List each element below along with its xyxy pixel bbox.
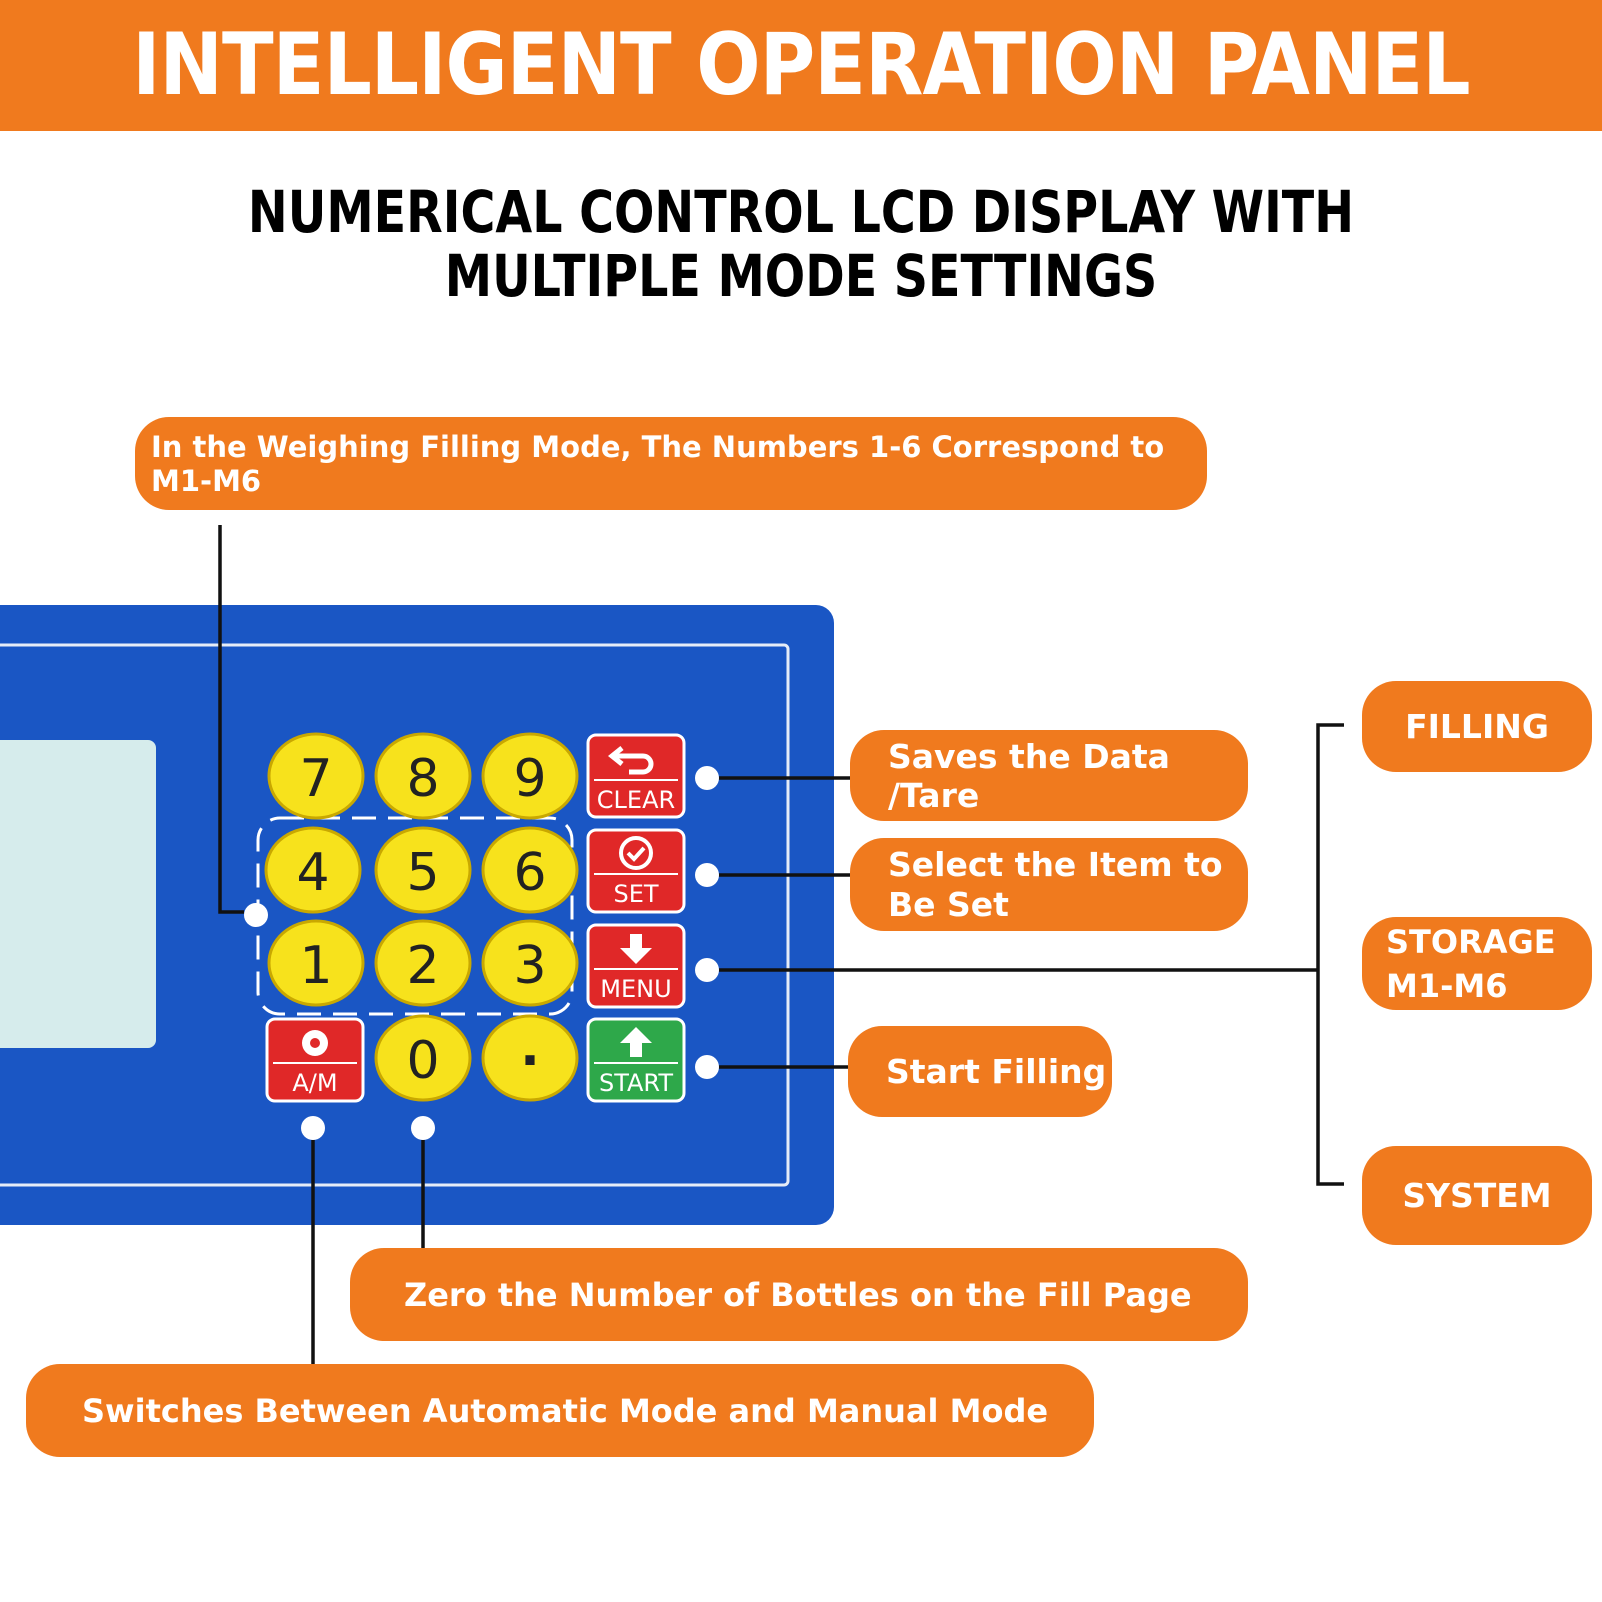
page-title: INTELLIGENT OPERATION PANEL (132, 15, 1470, 115)
set-connector-dot (695, 863, 719, 887)
system-option-label: SYSTEM (1402, 1176, 1552, 1215)
panel-inner-border (0, 643, 790, 1187)
key-dot-label: · (520, 1031, 540, 1091)
system-option: SYSTEM (1362, 1146, 1592, 1245)
key-5[interactable]: 5 (374, 826, 472, 914)
key-3-label: 3 (513, 936, 546, 996)
key-8-label: 8 (406, 749, 439, 809)
key-1-label: 1 (299, 936, 332, 996)
start-key[interactable]: START (586, 1017, 686, 1103)
set-key-label: SET (613, 880, 658, 908)
menu-key[interactable]: MENU (586, 923, 686, 1009)
key-0[interactable]: 0 (374, 1014, 472, 1102)
start-key-label: START (599, 1069, 673, 1097)
am-callout-text: Switches Between Automatic Mode and Manu… (82, 1391, 1049, 1430)
title-banner (0, 0, 1602, 131)
clear-key-label: CLEAR (597, 786, 675, 814)
am-key-label: A/M (292, 1069, 337, 1097)
key-7[interactable]: 7 (267, 732, 365, 820)
clear-callout: Saves the Data /Tare (850, 730, 1248, 821)
zero-connector-dot (411, 1116, 435, 1140)
zero-callout: Zero the Number of Bottles on the Fill P… (350, 1248, 1248, 1341)
key-2[interactable]: 2 (374, 919, 472, 1007)
key-4-label: 4 (296, 843, 329, 903)
set-callout-line-2: Be Set (888, 884, 1009, 924)
weighing-mode-callout: In the Weighing Filling Mode, The Number… (135, 417, 1207, 510)
filling-option: FILLING (1362, 681, 1592, 772)
menu-connector-dot (695, 958, 719, 982)
subtitle-line-1: NUMERICAL CONTROL LCD DISPLAY WITH (247, 178, 1355, 246)
am-callout: Switches Between Automatic Mode and Manu… (26, 1364, 1094, 1457)
am-key[interactable]: A/M (265, 1017, 365, 1103)
group-connector-dot (244, 903, 268, 927)
key-9[interactable]: 9 (481, 732, 579, 820)
key-2-label: 2 (406, 936, 439, 996)
key-9-label: 9 (513, 749, 546, 809)
am-connector-dot (301, 1116, 325, 1140)
clear-callout-text: Saves the Data /Tare (888, 736, 1170, 815)
clear-key[interactable]: CLEAR (586, 733, 686, 819)
filling-option-label: FILLING (1405, 707, 1549, 746)
key-0-label: 0 (406, 1031, 439, 1091)
key-7-label: 7 (299, 749, 332, 809)
key-dot[interactable]: · (481, 1014, 579, 1102)
check-circle-icon (619, 836, 653, 870)
lcd-screen (0, 740, 156, 1048)
key-1[interactable]: 1 (267, 919, 365, 1007)
key-6-label: 6 (513, 843, 546, 903)
set-key[interactable]: SET (586, 828, 686, 914)
clear-connector-dot (695, 766, 719, 790)
menu-key-label: MENU (600, 975, 671, 1003)
weighing-mode-text: In the Weighing Filling Mode, The Number… (151, 429, 1165, 498)
key-8[interactable]: 8 (374, 732, 472, 820)
key-4[interactable]: 4 (264, 826, 362, 914)
connector-lines (218, 525, 1344, 1364)
start-callout-text: Start Filling (886, 1052, 1107, 1091)
storage-option: STORAGE M1-M6 (1362, 917, 1592, 1010)
key-6[interactable]: 6 (481, 826, 579, 914)
zero-callout-text: Zero the Number of Bottles on the Fill P… (404, 1275, 1192, 1314)
set-callout: Select the Item to Be Set (850, 838, 1248, 931)
storage-option-line-1: STORAGE (1386, 922, 1556, 961)
storage-option-line-2: M1-M6 (1386, 966, 1508, 1005)
subtitle-line-2: MULTIPLE MODE SETTINGS (444, 242, 1158, 310)
key-5-label: 5 (406, 843, 439, 903)
down-arrow-icon (620, 934, 652, 964)
up-arrow-icon (620, 1027, 652, 1057)
undo-arrow-icon (607, 746, 654, 775)
key-3[interactable]: 3 (481, 919, 579, 1007)
start-callout: Start Filling (848, 1026, 1112, 1117)
start-connector-dot (695, 1055, 719, 1079)
set-callout-line-1: Select the Item to (888, 844, 1223, 884)
